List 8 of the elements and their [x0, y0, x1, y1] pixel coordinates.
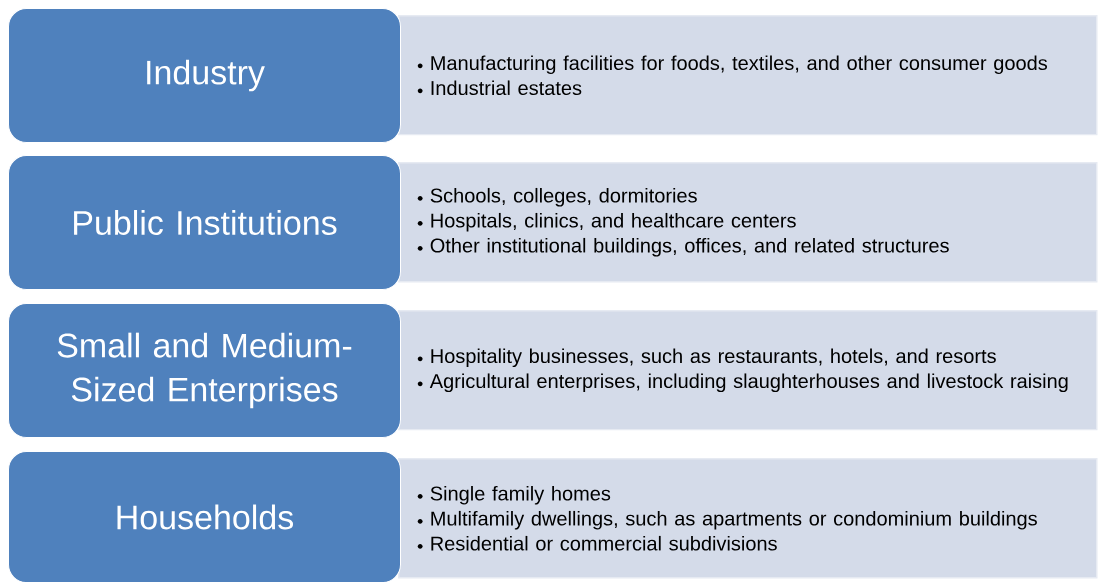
bullet-panel: Manufacturing facilities for foods, textiles, and other consumer goods Industrial estates — [398, 15, 1098, 136]
category-box: Small and Medium-Sized Enterprises — [8, 303, 401, 438]
bullet-panel: Single family homes Multifamily dwellings, such as apartments or condominium buildings Residential or commercial subdivisions — [398, 458, 1098, 579]
bullet-panel: Schools, colleges, dormitories Hospitals, clinics, and healthcare centers Other institutional buildings, offices, and related structures — [398, 162, 1098, 283]
category-box: Households — [8, 451, 401, 582]
category-box: Industry — [8, 8, 401, 143]
category-box: Public Institutions — [8, 155, 401, 290]
bullet-panel: Hospitality businesses, such as restaurants, hotels, and resorts Agricultural enterprises, including slaughterhouses and livestock raising — [398, 310, 1098, 431]
